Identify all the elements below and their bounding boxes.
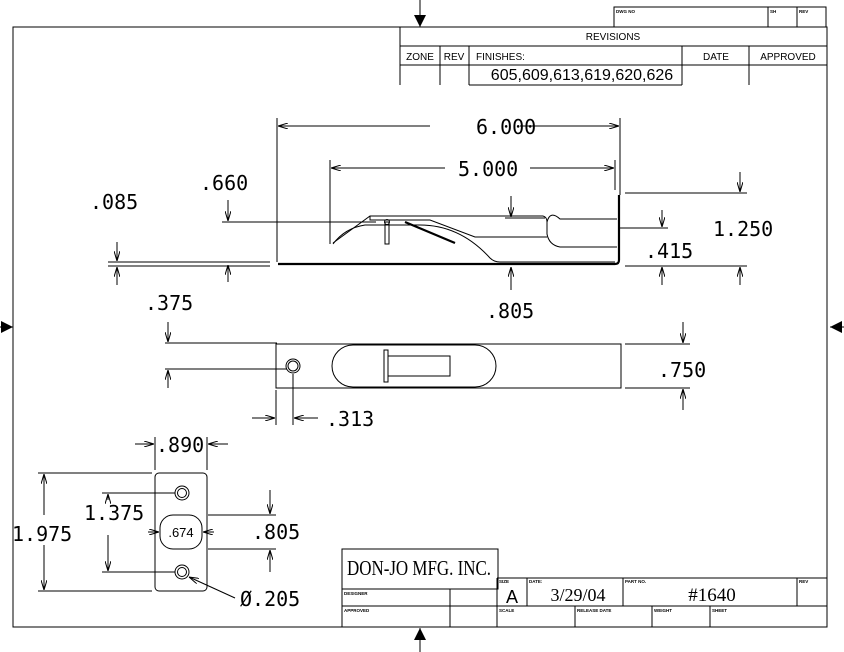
revisions-table: REVISIONS ZONE REV FINISHES: 605,609,613… — [399, 27, 827, 86]
company-name: DON-JO MFG. INC. — [347, 556, 491, 580]
date-header: DATE — [703, 52, 729, 63]
dim-660: .660 — [200, 171, 248, 195]
date-value: 3/29/04 — [550, 585, 605, 605]
flush-bolt-side-view — [278, 195, 621, 266]
part-no-label: PART NO. — [625, 579, 646, 584]
dim-674: .674 — [168, 525, 193, 540]
finishes-label: FINISHES: — [476, 52, 525, 63]
rev-label-title: REV — [799, 579, 808, 584]
revisions-title: REVISIONS — [586, 32, 641, 43]
sheet-label: SHEET — [712, 608, 727, 613]
dim-805-side: .805 — [486, 299, 534, 323]
size-value: A — [506, 587, 518, 607]
date-label: DATE: — [529, 579, 543, 584]
rev-label: REV — [799, 9, 808, 14]
dim-805-strike: .805 — [252, 520, 300, 544]
dim-slot-length: 5.000 — [458, 157, 518, 181]
designer-label: DESIGNER — [344, 591, 368, 596]
dimension-lines — [38, 118, 747, 599]
dim-hole-diameter: Ø.205 — [240, 587, 300, 611]
approved-label: APPROVED — [344, 608, 370, 613]
dwg-no-label: DWG NO — [616, 9, 635, 14]
dim-313: .313 — [326, 407, 374, 431]
dim-1375: 1.375 — [84, 501, 144, 525]
flush-bolt-front-view — [275, 343, 622, 389]
weight-label: WEIGHT — [654, 608, 672, 613]
dimension-labels: 6.000 5.000 .660 .085 1.250 .415 .805 .3… — [12, 115, 773, 611]
part-no-value: #1640 — [688, 585, 736, 606]
finishes-value: 605,609,613,619,620,626 — [491, 67, 674, 84]
drawing-border — [12, 26, 828, 628]
rev-header: REV — [444, 52, 465, 63]
title-block: DON-JO MFG. INC. DESIGNER APPROVED SIZE … — [341, 548, 827, 627]
dim-overall-length: 6.000 — [476, 115, 536, 139]
approved-header: APPROVED — [760, 52, 816, 63]
dim-890: .890 — [156, 433, 204, 457]
release-date-label: RELEASE DATE — [577, 608, 611, 613]
dim-415: .415 — [645, 239, 693, 263]
dim-1975: 1.975 — [12, 522, 72, 546]
sh-label: SH — [770, 9, 776, 14]
drawing-number-block: DWG NO SH REV — [613, 6, 827, 28]
dim-1250: 1.250 — [713, 217, 773, 241]
zone-header: ZONE — [406, 52, 434, 63]
dim-085: .085 — [90, 190, 138, 214]
dim-375: .375 — [145, 291, 193, 315]
size-label: SIZE — [499, 579, 509, 584]
scale-label: SCALE — [499, 608, 514, 613]
dim-750: .750 — [658, 358, 706, 382]
